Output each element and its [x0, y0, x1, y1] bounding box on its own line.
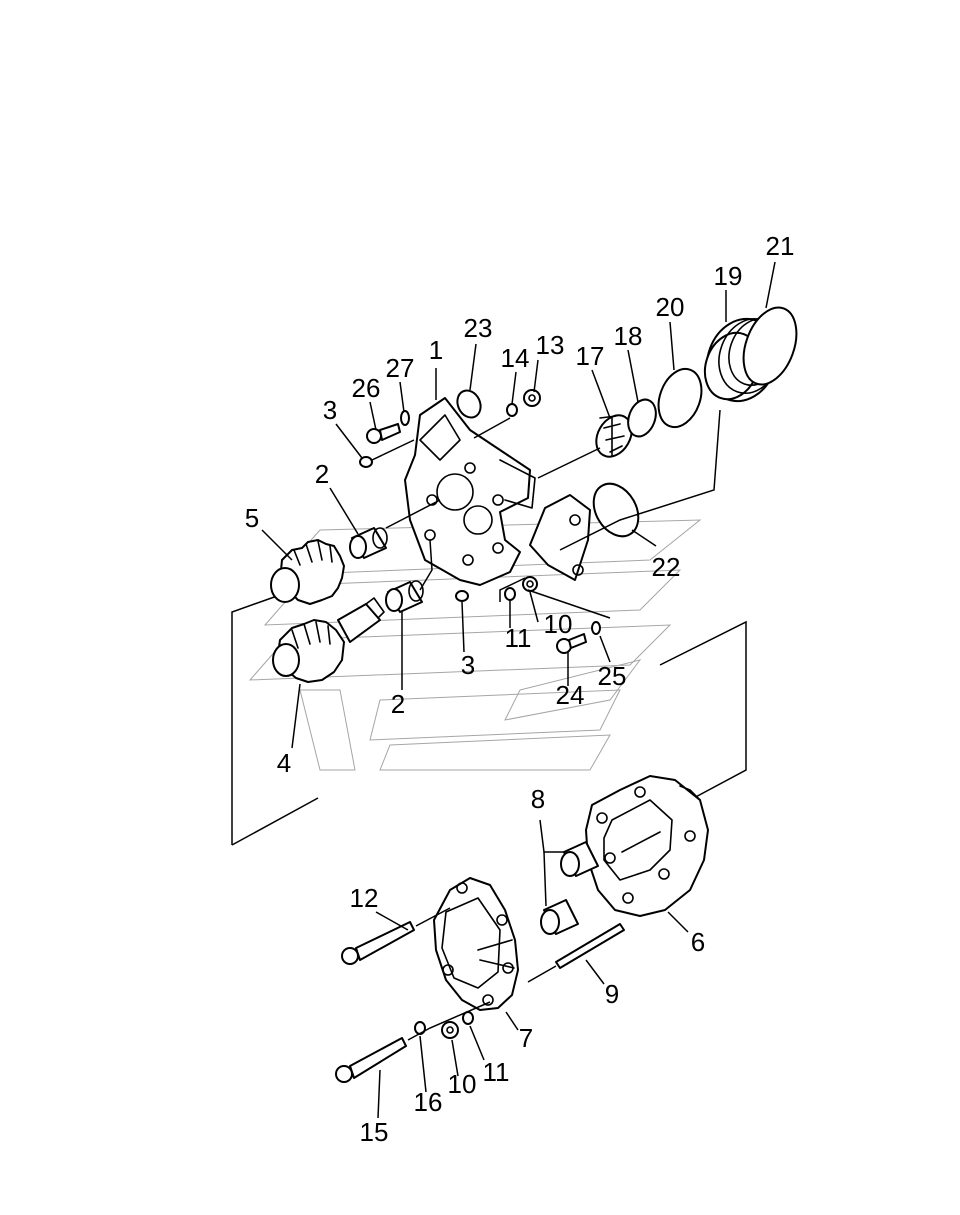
callout-7: 7: [519, 1023, 533, 1053]
part-6-gear-housing: [585, 775, 709, 917]
callout-19: 19: [714, 261, 743, 291]
callout-18: 18: [614, 321, 643, 351]
part-13-nut: [523, 389, 541, 407]
callout-2-upper: 2: [315, 459, 329, 489]
part-21-o-ring: [742, 306, 798, 386]
part-7-end-cover: [433, 877, 519, 1011]
callout-23: 23: [464, 313, 493, 343]
callout-27: 27: [386, 353, 415, 383]
callout-labels: 1 2 2 3 3 4 5 6 7 8 9 10 10 11 11 12 13 …: [245, 231, 795, 1147]
part-25-washer: [591, 621, 601, 635]
part-17-seal-plate: [595, 414, 633, 458]
part-5-gear: [270, 539, 345, 605]
callout-16: 16: [414, 1087, 443, 1117]
part-12-bolt: [341, 921, 415, 965]
part-3-plug-lower: [455, 590, 469, 602]
callout-26: 26: [352, 373, 381, 403]
callout-14: 14: [501, 343, 530, 373]
callout-10-upper: 10: [544, 609, 573, 639]
callout-6: 6: [691, 927, 705, 957]
callout-3-upper: 3: [323, 395, 337, 425]
callout-8: 8: [531, 784, 545, 814]
part-15-bolt: [335, 1037, 407, 1083]
part-24-bolt: [556, 633, 587, 654]
callout-11-lower: 11: [483, 1057, 510, 1087]
callout-3-lower: 3: [461, 650, 475, 680]
callout-22: 22: [652, 552, 681, 582]
part-4-drive-gear: [272, 597, 385, 683]
part-23-o-ring: [456, 389, 482, 419]
part-2-bushing-lower: [385, 580, 424, 613]
part-20-o-ring: [657, 367, 703, 429]
part-18-snap-ring: [627, 398, 657, 438]
part-10-nut-lower: [441, 1021, 459, 1039]
callout-20: 20: [656, 292, 685, 322]
callout-15: 15: [360, 1117, 389, 1147]
part-11-washer-upper: [504, 587, 516, 601]
frame-guides: [231, 594, 747, 846]
part-8-bushing-upper: [560, 841, 599, 877]
callout-leaders: [261, 261, 776, 1119]
part-9-stud: [555, 923, 625, 969]
callout-17: 17: [576, 341, 605, 371]
part-2-bushing-upper: [349, 527, 388, 559]
callout-9: 9: [605, 979, 619, 1009]
part-27-washer: [400, 410, 410, 426]
part-1-pump-housing: [404, 397, 591, 586]
callout-10-lower: 10: [448, 1069, 477, 1099]
part-26-bolt: [366, 423, 401, 444]
callout-1: 1: [429, 335, 443, 365]
callout-25: 25: [598, 661, 627, 691]
part-14-washer: [506, 403, 518, 417]
callout-5: 5: [245, 503, 259, 533]
part-8-bushing-lower: [540, 899, 579, 935]
callout-24: 24: [556, 680, 585, 710]
callout-21: 21: [766, 231, 795, 261]
callout-13: 13: [536, 330, 565, 360]
part-3-plug-upper: [359, 456, 373, 468]
part-10-nut-upper: [522, 576, 538, 592]
callout-11-upper: 11: [505, 623, 532, 653]
part-22-o-ring: [592, 482, 640, 538]
callout-2-lower: 2: [391, 689, 405, 719]
assembly-lines: [371, 409, 721, 1041]
callout-4: 4: [277, 748, 291, 778]
callout-12: 12: [350, 883, 379, 913]
